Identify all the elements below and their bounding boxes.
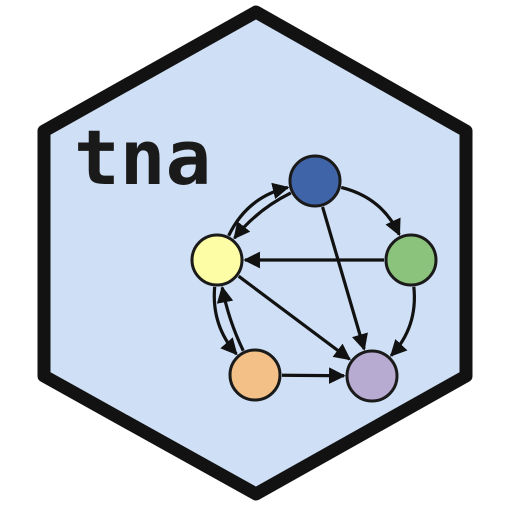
node-left <box>190 233 244 287</box>
edge-top-to-right <box>340 185 401 237</box>
node-bottom-left <box>228 348 282 402</box>
edge-left-to-bottom-left <box>212 286 238 356</box>
edge-top-to-bottom-right <box>321 206 368 351</box>
edge-bottom-left-to-bottom-right <box>281 367 346 384</box>
node-top <box>288 154 342 208</box>
network-edges <box>212 182 416 384</box>
node-bottom-right <box>345 349 399 403</box>
edge-right-to-bottom-right <box>389 286 416 357</box>
edge-bottom-left-to-left <box>216 285 245 352</box>
edge-left-to-top <box>227 182 290 237</box>
network-nodes <box>190 154 438 403</box>
logo-title-text: tna <box>74 113 211 202</box>
node-right <box>384 233 438 287</box>
edge-left-to-bottom-right <box>237 274 351 361</box>
